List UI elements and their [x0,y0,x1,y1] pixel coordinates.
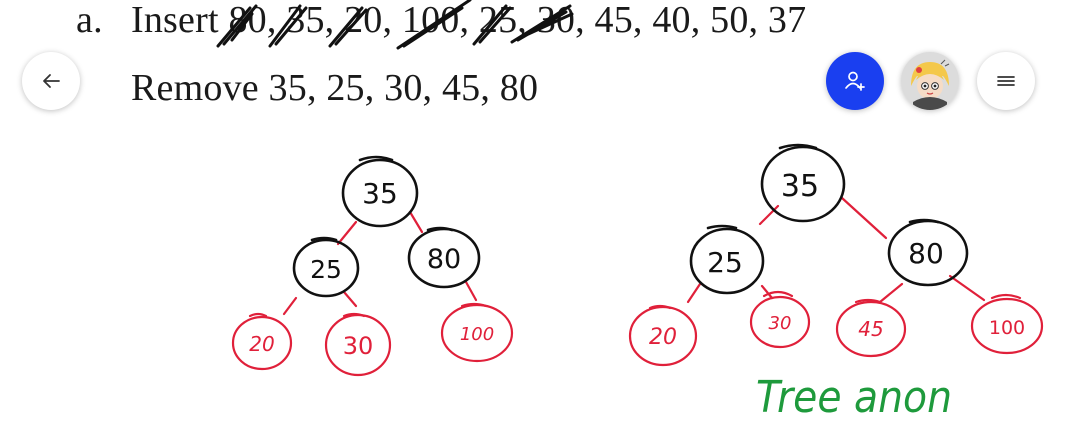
tree2-leaf-value: 100 [989,317,1025,339]
tree1-leaf-value: 100 [460,324,494,345]
tree2-right-value: 80 [908,237,944,270]
tree1-leaf-value: 30 [343,332,374,360]
tree2-left-value: 25 [707,246,743,279]
tree-1: 35 25 80 20 30 100 [231,155,514,377]
tree1-left-value: 25 [310,255,342,284]
tree1-right-value: 80 [427,244,461,275]
menu-button[interactable] [977,52,1035,110]
tree-2: 35 25 80 20 30 45 100 [628,143,1044,367]
back-button[interactable] [22,52,80,110]
tree2-leaf-value: 45 [858,317,883,341]
insert-verb: Insert [131,0,219,41]
green-annotation: Tree anon [756,372,952,423]
add-user-button[interactable] [826,52,884,110]
avatar-image [901,52,959,110]
tree1-root-value: 35 [362,177,398,210]
tree1-leaf-value: 20 [249,332,274,356]
remove-items: 35, 25, 30, 45, 80 [268,67,539,109]
remaining-items: 45, 40, 50, 37 [594,0,807,41]
arrow-left-icon [43,74,60,88]
remove-verb: Remove [131,67,259,109]
document-line-remove: Remove 35, 25, 30, 45, 80 [131,66,538,110]
tree2-root-value: 35 [781,169,819,204]
strike-scribbles [216,0,574,50]
tree2-leaf-value: 20 [649,325,677,350]
avatar[interactable] [901,52,959,110]
add-user-icon [845,71,865,91]
tree2-leaf-value: 30 [769,313,792,334]
item-label: a. [76,0,103,41]
menu-icon [997,76,1015,86]
